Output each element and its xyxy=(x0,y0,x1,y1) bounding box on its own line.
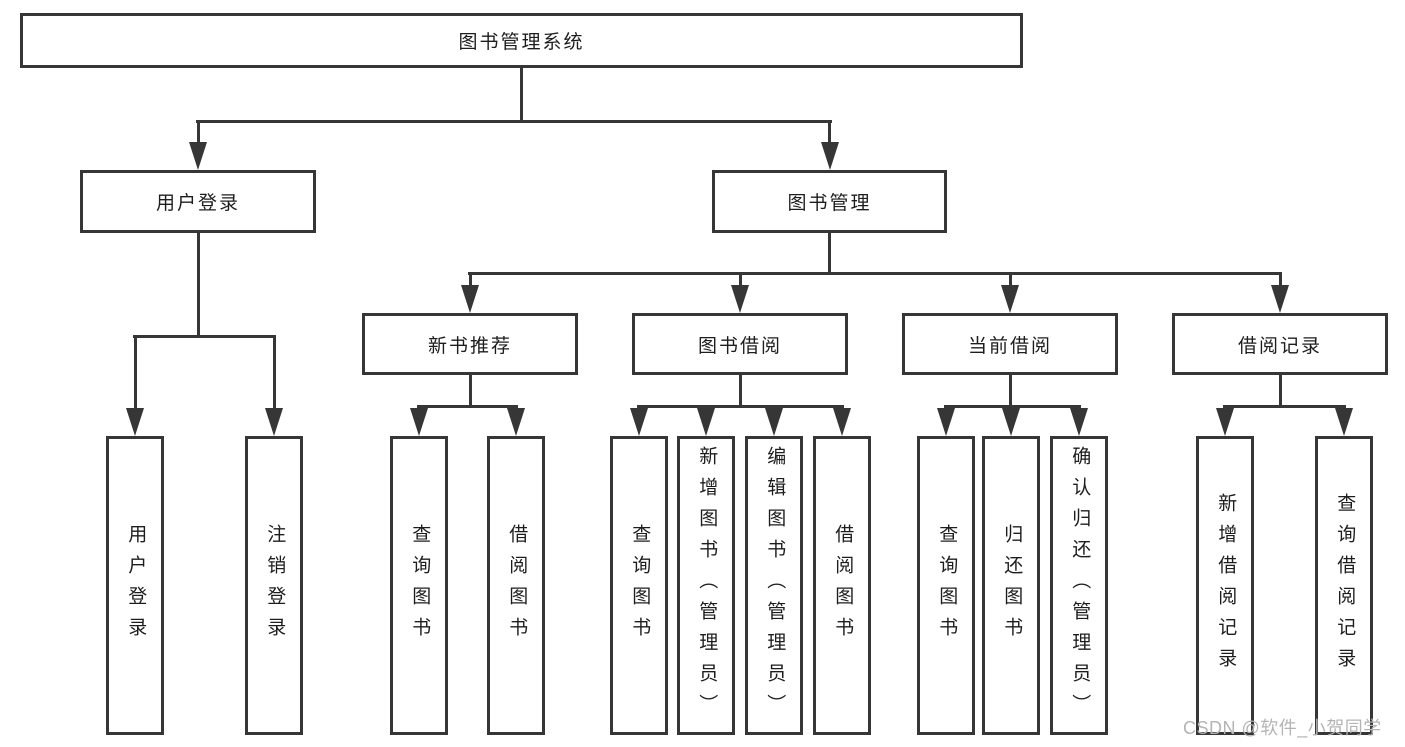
leaf-return-book-label: 归还图书 xyxy=(1001,523,1023,648)
node-new-book-recommend: 新书推荐 xyxy=(362,313,578,375)
node-new-book-recommend-label: 新书推荐 xyxy=(427,335,512,357)
connector-to-book-borrow xyxy=(739,272,742,288)
arrowhead-leaf-borrow-book xyxy=(833,408,851,436)
leaf-user-login-label: 用户登录 xyxy=(125,523,147,648)
node-borrow-records: 借阅记录 xyxy=(1172,313,1388,375)
leaf-add-borrow-record: 新增借阅记录 xyxy=(1196,436,1254,735)
arrowhead-book-borrow xyxy=(731,285,749,313)
leaf-confirm-return-admin-label: 确认归还（管理员） xyxy=(1069,446,1091,725)
leaf-query-book-borrow-label: 查询图书 xyxy=(629,523,651,648)
leaf-query-book-recommend-label: 查询图书 xyxy=(409,523,431,648)
connector-to-leaf-user-login xyxy=(134,335,137,412)
connector-user-login-span xyxy=(133,335,276,338)
node-book-borrow: 图书借阅 xyxy=(632,313,848,375)
node-current-borrow-label: 当前借阅 xyxy=(967,335,1052,357)
arrowhead-leaf-add-borrow-record xyxy=(1216,408,1234,436)
arrowhead-leaf-logout xyxy=(265,408,283,436)
leaf-query-book-recommend: 查询图书 xyxy=(390,436,448,735)
leaf-add-book-admin-label: 新增图书（管理员） xyxy=(696,446,718,725)
node-book-management-label: 图书管理 xyxy=(787,193,872,214)
arrowhead-leaf-user-login xyxy=(126,408,144,436)
arrowhead-leaf-add-book-admin xyxy=(697,408,715,436)
connector-book-management-span xyxy=(468,272,1282,275)
node-library-system-label: 图书管理系统 xyxy=(458,32,585,53)
leaf-edit-book-admin-label: 编辑图书（管理员） xyxy=(764,446,786,725)
connector-root-drop xyxy=(520,66,523,123)
connector-borrow-records-drop xyxy=(1279,375,1282,407)
arrowhead-leaf-query-book-current xyxy=(937,408,955,436)
arrowhead-leaf-query-borrow-record xyxy=(1335,408,1353,436)
leaf-logout-label: 注销登录 xyxy=(264,523,286,648)
arrowhead-user-login xyxy=(189,142,207,170)
node-current-borrow: 当前借阅 xyxy=(902,313,1118,375)
leaf-query-book-borrow: 查询图书 xyxy=(610,436,668,735)
node-user-login-label: 用户登录 xyxy=(155,193,240,214)
connector-book-management-drop xyxy=(828,233,831,274)
arrowhead-leaf-query-book-recommend xyxy=(410,408,428,436)
connector-borrow-records-span xyxy=(1223,405,1346,408)
node-borrow-records-label: 借阅记录 xyxy=(1237,335,1322,357)
node-library-system: 图书管理系统 xyxy=(20,13,1023,68)
connector-to-leaf-logout xyxy=(273,335,276,412)
arrowhead-leaf-borrow-book-recommend xyxy=(507,408,525,436)
arrowhead-leaf-return-book xyxy=(1002,408,1020,436)
node-user-login: 用户登录 xyxy=(80,170,316,233)
connector-current-borrow-drop xyxy=(1009,375,1012,407)
leaf-add-borrow-record-label: 新增借阅记录 xyxy=(1215,492,1237,679)
leaf-query-book-current-label: 查询图书 xyxy=(936,523,958,648)
leaf-logout: 注销登录 xyxy=(245,436,303,735)
arrowhead-leaf-query-book-borrow xyxy=(630,408,648,436)
leaf-borrow-book-recommend-label: 借阅图书 xyxy=(506,523,528,648)
connector-book-borrow-drop xyxy=(739,375,742,407)
leaf-user-login: 用户登录 xyxy=(106,436,164,735)
leaf-borrow-book-label: 借阅图书 xyxy=(832,523,854,648)
connector-to-book-management xyxy=(828,120,831,146)
leaf-query-borrow-record-label: 查询借阅记录 xyxy=(1334,492,1356,679)
leaf-query-book-current: 查询图书 xyxy=(917,436,975,735)
arrowhead-book-management xyxy=(821,142,839,170)
watermark: CSDN @软件_小贺同学 xyxy=(1183,718,1382,738)
leaf-borrow-book-recommend: 借阅图书 xyxy=(487,436,545,735)
connector-to-borrow-records xyxy=(1279,272,1282,288)
leaf-borrow-book: 借阅图书 xyxy=(813,436,871,735)
connector-to-user-login xyxy=(197,120,200,146)
leaf-add-book-admin: 新增图书（管理员） xyxy=(677,436,735,735)
leaf-return-book: 归还图书 xyxy=(982,436,1040,735)
arrowhead-current-borrow xyxy=(1001,285,1019,313)
arrowhead-new-book-recommend xyxy=(461,285,479,313)
arrowhead-borrow-records xyxy=(1271,285,1289,313)
arrowhead-leaf-edit-book-admin xyxy=(765,408,783,436)
connector-to-new-book-recommend xyxy=(469,272,472,288)
leaf-edit-book-admin: 编辑图书（管理员） xyxy=(745,436,803,735)
connector-new-book-recommend-span xyxy=(417,405,518,408)
node-book-management: 图书管理 xyxy=(712,170,947,233)
connector-book-borrow-span xyxy=(637,405,844,408)
leaf-query-borrow-record: 查询借阅记录 xyxy=(1315,436,1373,735)
connector-root-span xyxy=(196,120,832,123)
leaf-confirm-return-admin: 确认归还（管理员） xyxy=(1050,436,1108,735)
arrowhead-leaf-confirm-return-admin xyxy=(1070,408,1088,436)
node-book-borrow-label: 图书借阅 xyxy=(697,335,782,357)
connector-user-login-drop xyxy=(197,233,200,337)
connector-new-book-recommend-drop xyxy=(469,375,472,407)
connector-to-current-borrow xyxy=(1009,272,1012,288)
